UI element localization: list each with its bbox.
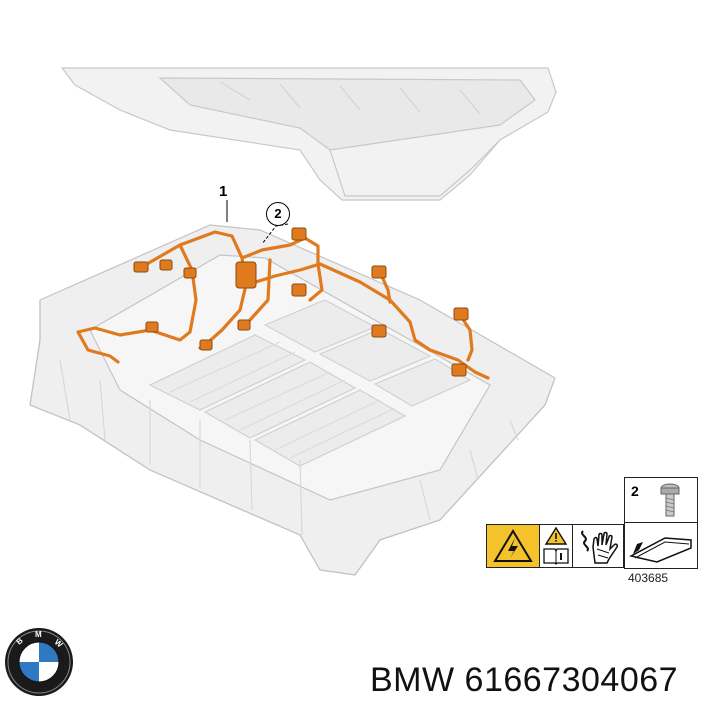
bolt-icon — [660, 483, 680, 517]
callout-1: 1 — [219, 183, 228, 200]
safety-warning-strip — [486, 524, 624, 568]
svg-text:W: W — [53, 638, 65, 650]
high-voltage-warning-icon — [487, 525, 540, 567]
battery-tray — [29, 224, 556, 576]
part-number: 61667304067 — [464, 661, 679, 699]
parts-legend-box: 2 — [624, 477, 698, 569]
legend-item-number: 2 — [631, 483, 639, 499]
housing-lid — [60, 67, 557, 201]
legend-divider — [625, 522, 697, 523]
tool-icon — [629, 537, 692, 563]
wiring-harness — [76, 230, 490, 380]
svg-text:M: M — [35, 630, 42, 639]
bmw-roundel-icon: B M W — [5, 628, 73, 696]
harness-connectors — [133, 227, 469, 377]
callout-2-leader — [261, 223, 289, 245]
part-caption: BMW 61667304067 — [370, 661, 678, 700]
svg-text:B: B — [15, 636, 25, 647]
brand-name: BMW — [370, 661, 455, 699]
illustration-reference-number: 403685 — [628, 571, 669, 585]
protective-glove-icon — [573, 525, 624, 567]
read-manual-icon — [540, 525, 573, 567]
